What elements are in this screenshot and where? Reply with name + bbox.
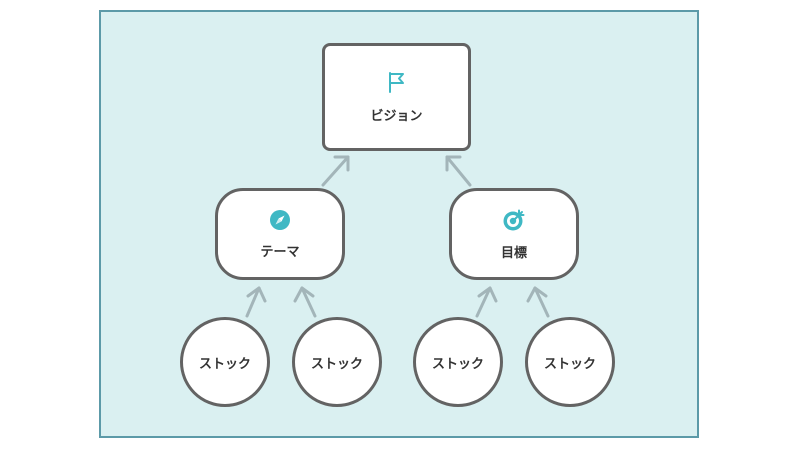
vision-label: ビジョン [370,108,423,124]
stock-node: ストック [525,317,615,407]
theme-node: テーマ [215,188,345,280]
flag-icon [387,71,407,93]
stock-label: ストック [310,356,363,372]
stock-label: ストック [431,356,484,372]
target-icon [502,208,526,232]
stock-label: ストック [543,356,596,372]
goal-label: 目標 [500,245,527,261]
stock-label: ストック [198,356,251,372]
arrow-stock2-to-theme [293,286,317,318]
goal-node: 目標 [449,188,579,280]
arrow-stock4-to-goal [526,286,550,318]
compass-icon [269,209,291,231]
arrow-goal-to-vision [445,155,472,187]
stock-node: ストック [413,317,503,407]
arrow-stock1-to-theme [245,286,267,318]
theme-label: テーマ [260,244,300,260]
arrow-theme-to-vision [321,155,350,187]
stock-node: ストック [292,317,382,407]
vision-node: ビジョン [322,43,471,151]
stock-node: ストック [180,317,270,407]
arrow-stock3-to-goal [475,286,498,318]
